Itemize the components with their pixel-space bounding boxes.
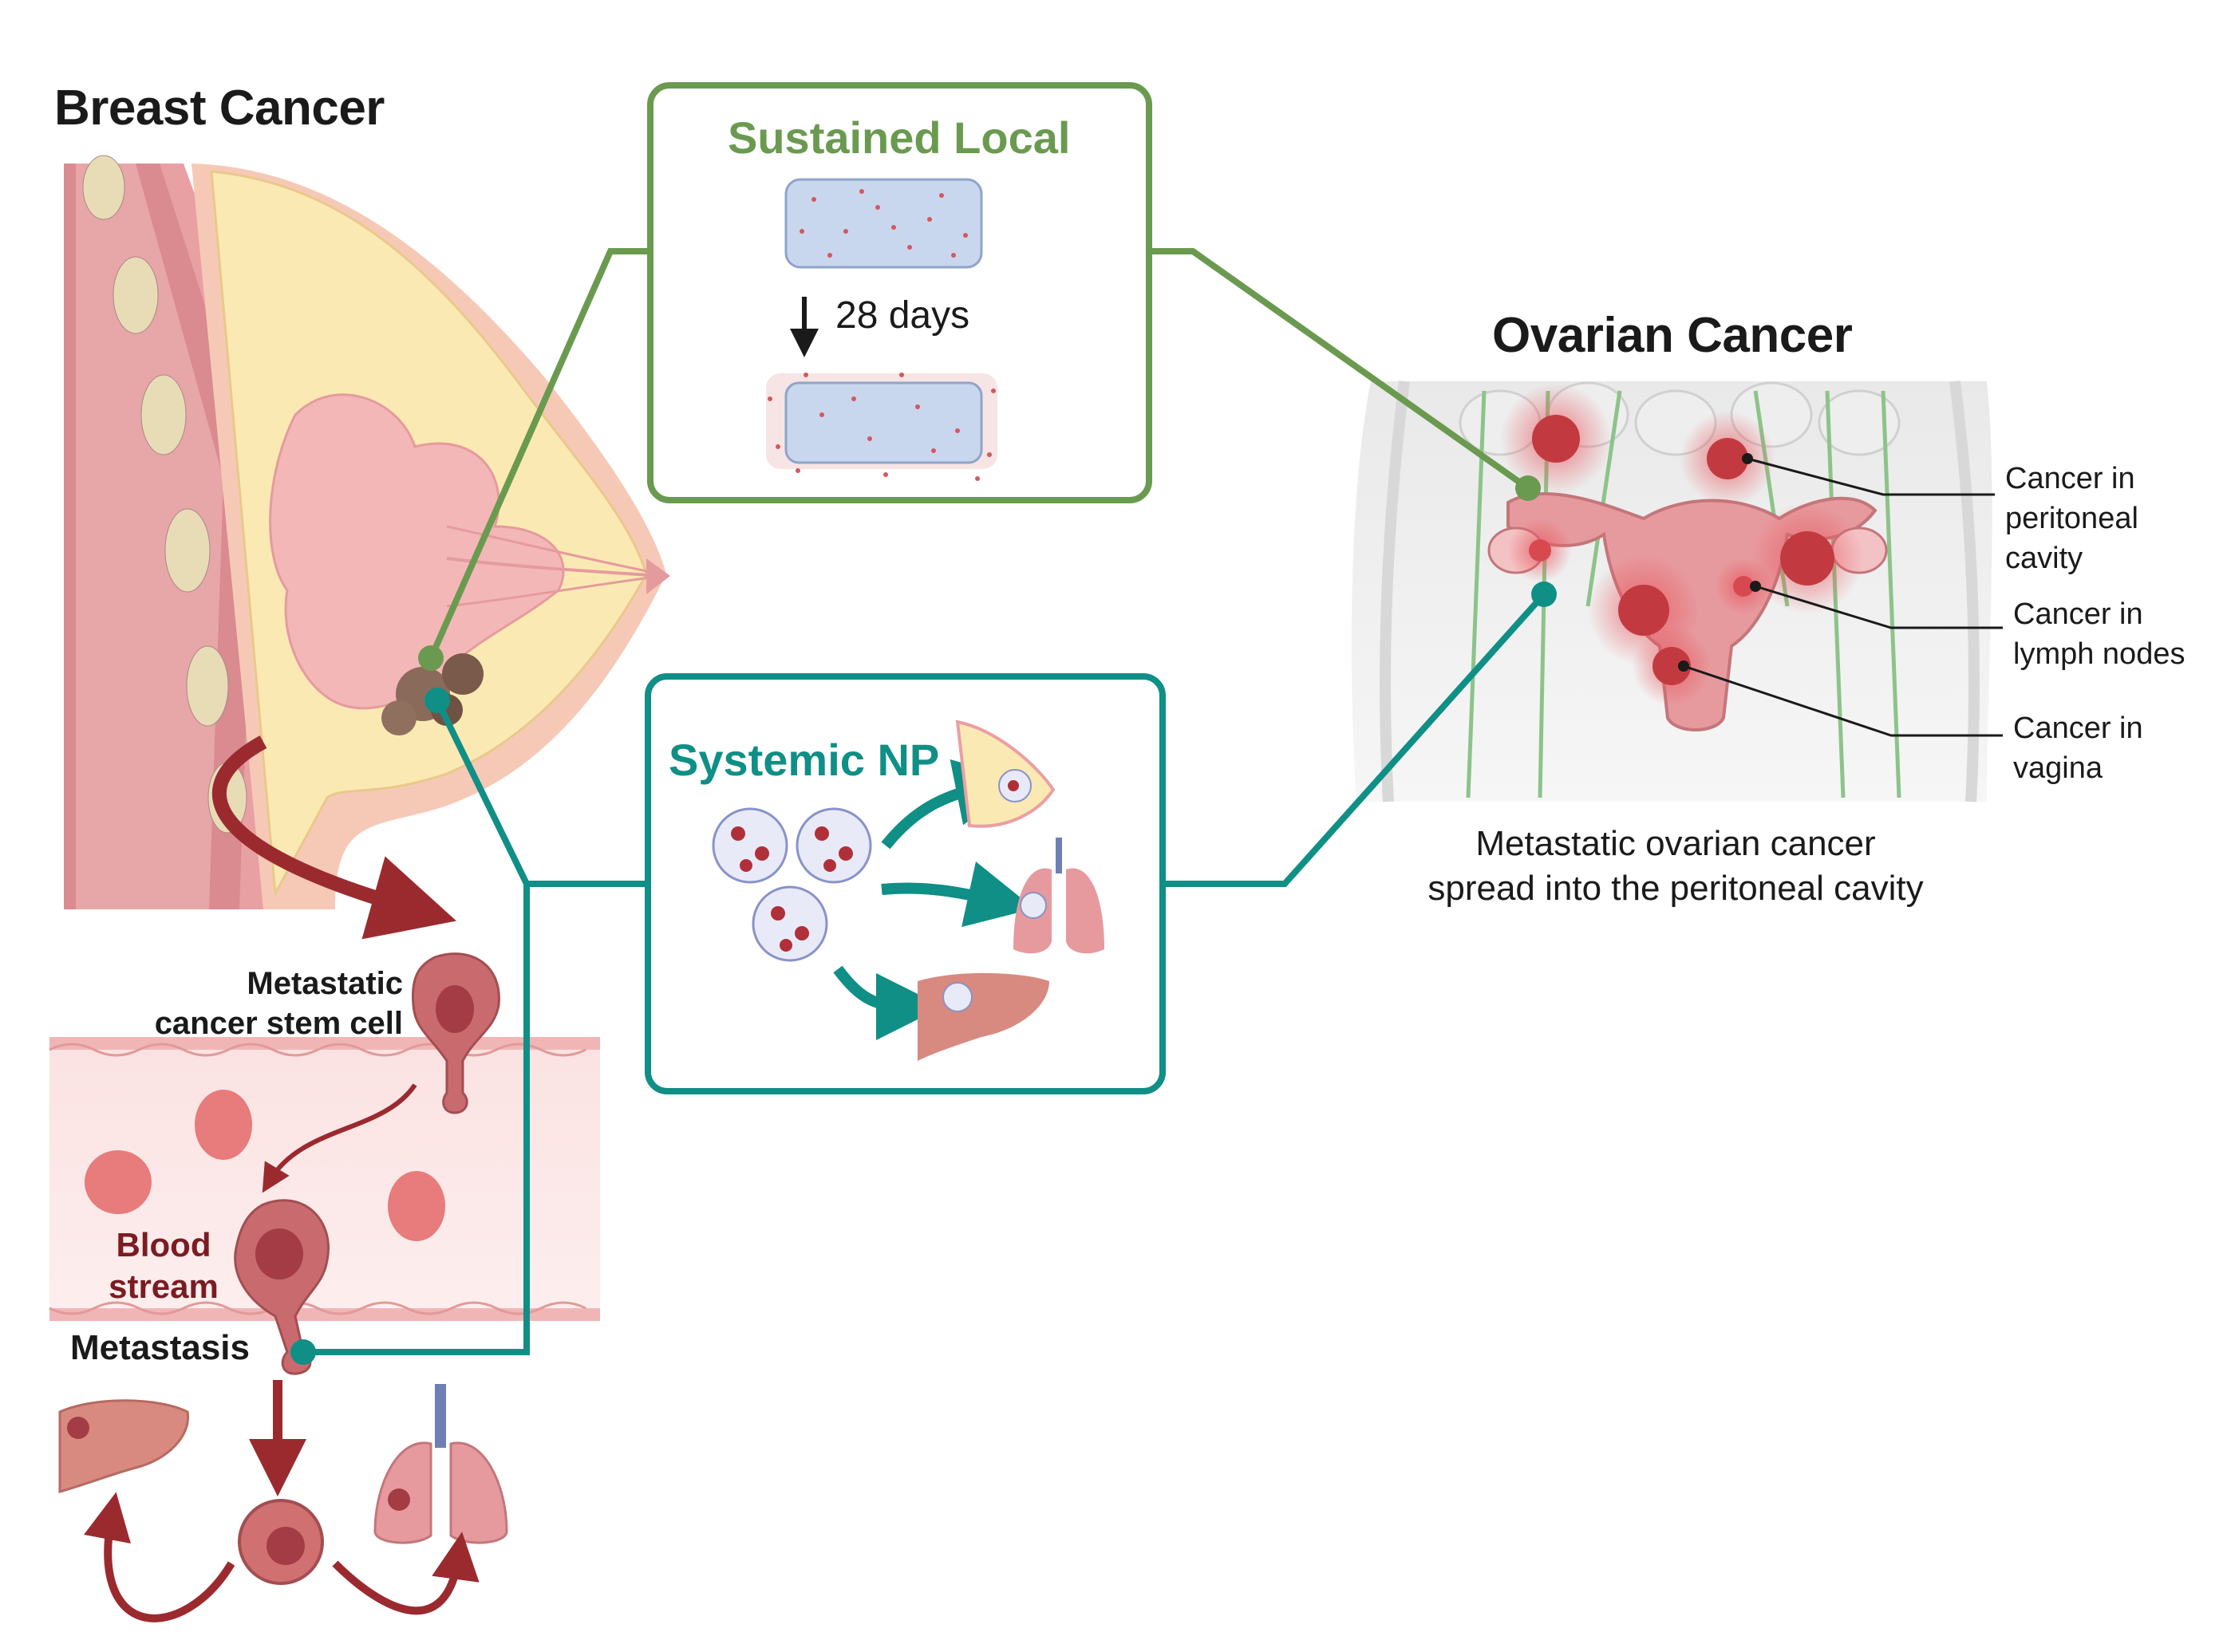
teal-connector-dot — [290, 1339, 316, 1365]
systemic-np-title: Systemic NP — [669, 735, 940, 785]
liver-icon — [58, 1399, 190, 1493]
stem-cell-label-line1: Metastatic — [247, 966, 403, 1001]
blood-stream-label: Blood stream — [96, 1224, 231, 1307]
circulating-cancer-cell-icon — [234, 1199, 330, 1375]
peritoneal-line3: cavity — [2005, 542, 2083, 575]
mini-lungs-icon — [1013, 838, 1104, 954]
vagina-callout-label: Cancer in vagina — [2013, 708, 2143, 788]
peritoneal-callout-line — [1747, 457, 1995, 496]
ovarian-tumor-icon — [1500, 383, 1863, 706]
stem-cell-label: Metastatic cancer stem cell — [120, 964, 403, 1043]
rib-icon — [186, 645, 229, 727]
teal-connector-dot — [1531, 582, 1557, 607]
lungs-icon — [373, 1384, 508, 1544]
rib-icon — [164, 508, 211, 593]
rib-icon — [140, 374, 187, 455]
blood-stream-label-line2: stream — [109, 1268, 219, 1305]
green-connector-dot — [1515, 475, 1541, 501]
degraded-implant-icon — [766, 373, 997, 481]
cancer-stem-cell-icon — [411, 952, 500, 1114]
red-blood-cell-icon — [195, 1090, 252, 1160]
breast-anatomy-icon — [64, 155, 670, 909]
metastasis-right-arrow — [332, 1532, 480, 1615]
metastasis-left-arrow — [84, 1492, 235, 1622]
ovarian-caption-line1: Metastatic ovarian cancer — [1475, 824, 1876, 863]
metastasis-path-arrow — [211, 735, 456, 940]
red-blood-cell-icon — [85, 1150, 152, 1214]
duration-label: 28 days — [835, 294, 970, 337]
ovarian-caption-line2: spread into the peritoneal cavity — [1427, 869, 1924, 908]
green-connector — [428, 248, 1530, 660]
sustained-local-title: Sustained Local — [728, 112, 1071, 163]
vagina-line2: vagina — [2013, 751, 2103, 785]
rib-icon — [113, 256, 159, 334]
lymph-callout-line — [1755, 585, 2003, 629]
stem-to-blood-arrow — [262, 1083, 417, 1193]
peritoneal-callout-label: Cancer in peritoneal cavity — [2005, 459, 2138, 578]
green-connector-dot — [418, 645, 444, 671]
np-to-lung-arrow — [881, 861, 1035, 928]
peritoneal-line1: Cancer in — [2005, 462, 2135, 495]
ovarian-cancer-title: Ovarian Cancer — [1492, 308, 1853, 363]
np-to-liver-arrow — [833, 965, 943, 1040]
vagina-line1: Cancer in — [2013, 712, 2143, 745]
red-blood-cell-icon — [388, 1171, 445, 1241]
stem-cell-label-line2: cancer stem cell — [154, 1006, 403, 1041]
blood-stream-label-line1: Blood — [116, 1226, 211, 1264]
mini-breast-icon — [955, 720, 1056, 828]
lymph-line2: lymph nodes — [2013, 637, 2186, 671]
nanoparticle-icon — [712, 807, 872, 962]
lymph-line1: Cancer in — [2013, 597, 2143, 631]
breast-cancer-title: Breast Cancer — [54, 81, 385, 136]
cancer-cell-icon — [238, 1499, 324, 1585]
mini-liver-icon — [918, 972, 1049, 1061]
vagina-callout-line — [1683, 664, 2003, 737]
rib-icon — [82, 155, 125, 220]
lymph-callout-label: Cancer in lymph nodes — [2013, 594, 2185, 674]
ovarian-caption: Metastatic ovarian cancer spread into th… — [1325, 822, 2027, 911]
teal-connector — [303, 592, 1546, 1355]
peritoneal-line2: peritoneal — [2005, 502, 2138, 535]
metastasis-label: Metastasis — [70, 1328, 251, 1367]
implant-cylinder-icon — [784, 178, 983, 269]
teal-connector-dot — [424, 688, 450, 713]
